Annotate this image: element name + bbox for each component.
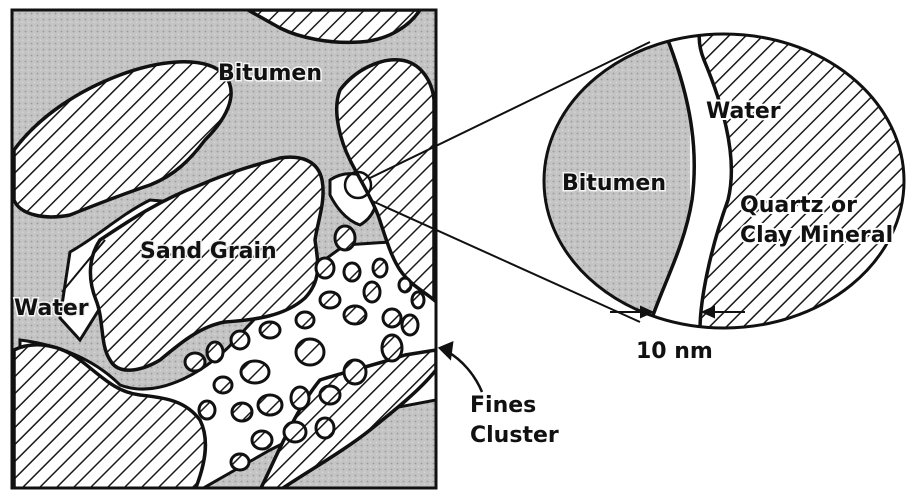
label-quartz-line1: Quartz or: [740, 193, 857, 218]
label-quartz-line2: Clay Mineral: [740, 223, 893, 248]
label-sand-grain: Sand Grain: [140, 239, 277, 264]
label-scale: 10 nm: [636, 339, 713, 364]
label-bitumen-zoom: Bitumen: [562, 171, 666, 196]
label-fines-line1: Fines: [470, 393, 536, 418]
label-bitumen-main: Bitumen: [218, 61, 322, 86]
label-water-main: Water: [14, 296, 89, 321]
label-water-zoom: Water: [706, 99, 781, 124]
zoom-view: Bitumen Water Quartz or Clay Mineral: [540, 30, 910, 330]
fines-pointer: [440, 343, 482, 392]
main-pore-view: Bitumen Sand Grain Water: [12, 10, 436, 490]
label-fines-line2: Cluster: [470, 423, 559, 448]
